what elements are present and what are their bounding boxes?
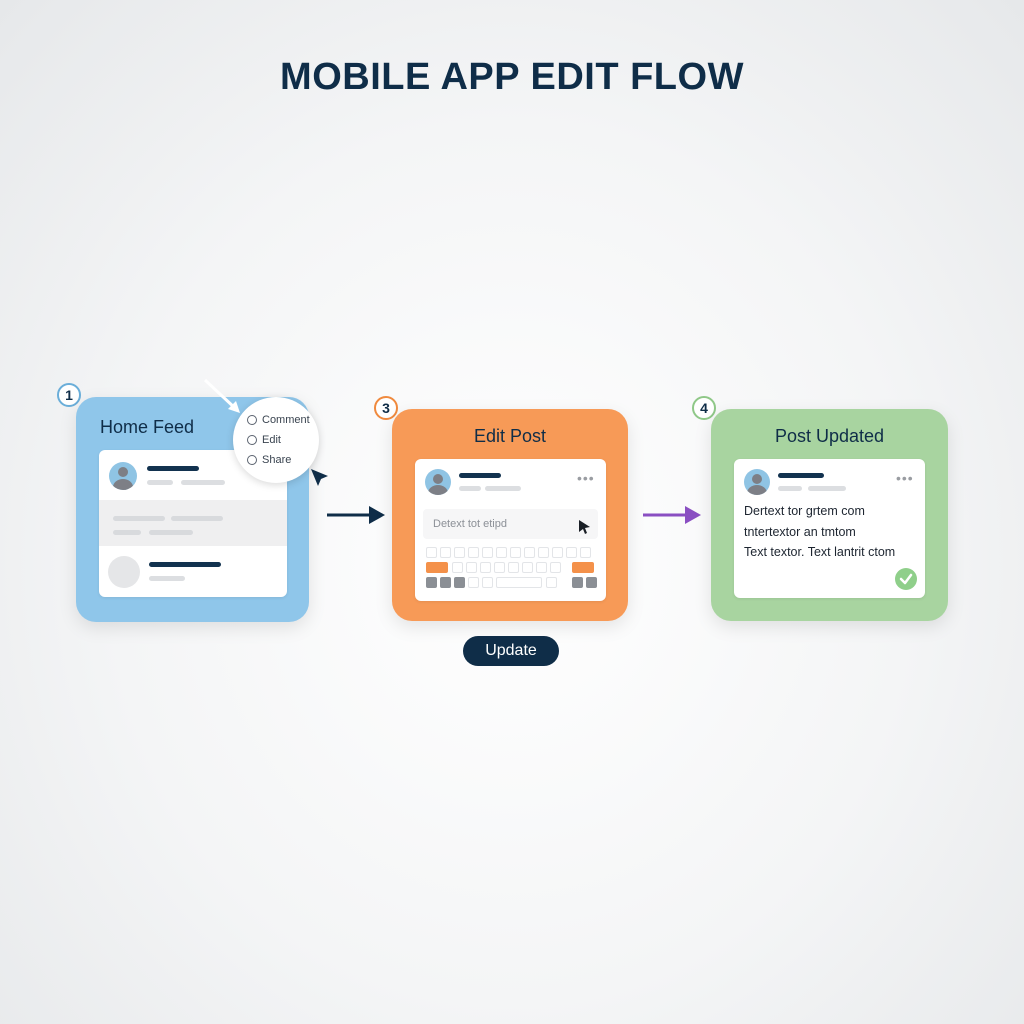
arrow-right-icon	[643, 506, 701, 524]
post-text-line-1: Dertext tor grtem com	[744, 504, 865, 518]
updated-screen: ••• Dertext tor grtem com tntertextor an…	[734, 459, 925, 598]
feed-post-2[interactable]	[99, 500, 287, 546]
edit-screen: ••• Detext tot etipd	[415, 459, 606, 601]
feed-post-3[interactable]	[99, 546, 287, 597]
step-number-3: 3	[374, 396, 398, 420]
step-number-4: 4	[692, 396, 716, 420]
home-feed-title: Home Feed	[100, 417, 195, 437]
post-text-line-2: tntertextor an tmtom	[744, 525, 856, 539]
avatar-icon	[425, 469, 451, 495]
menu-item-edit[interactable]: Edit	[247, 434, 281, 446]
menu-item-comment[interactable]: Comment	[247, 414, 310, 426]
radio-icon	[247, 455, 257, 465]
pointer-arrow-icon	[203, 378, 240, 413]
post-updated-title: Post Updated	[774, 426, 885, 446]
post-text-line-3: Text textor. Text lantrit ctom	[744, 545, 896, 559]
post-updated-card: Post Updated ••• Dertext tor grtem com t…	[711, 409, 948, 621]
cursor-icon	[311, 469, 328, 486]
update-button[interactable]: Update	[463, 636, 559, 666]
feed-post-1[interactable]	[99, 450, 287, 500]
post-text-input[interactable]: Detext tot etipd	[423, 509, 598, 539]
edit-post-card: Edit Post ••• Detext tot etipd	[392, 409, 628, 621]
menu-item-share[interactable]: Share	[247, 454, 291, 466]
avatar-icon	[109, 462, 137, 490]
arrow-right-icon	[327, 506, 385, 524]
feed-screen	[99, 450, 287, 597]
avatar-icon	[744, 469, 770, 495]
radio-icon	[247, 415, 257, 425]
context-menu: Comment Edit Share	[233, 397, 319, 483]
check-icon	[895, 568, 917, 590]
text-cursor-icon	[579, 520, 590, 534]
radio-icon	[247, 435, 257, 445]
more-dots-icon[interactable]: •••	[577, 470, 595, 486]
more-dots-icon[interactable]: •••	[896, 470, 914, 486]
edit-post-title: Edit Post	[473, 426, 547, 446]
keyboard	[415, 545, 606, 601]
step-number-1: 1	[57, 383, 81, 407]
avatar-placeholder	[108, 556, 140, 588]
page-title: MOBILE APP EDIT FLOW	[280, 56, 744, 98]
